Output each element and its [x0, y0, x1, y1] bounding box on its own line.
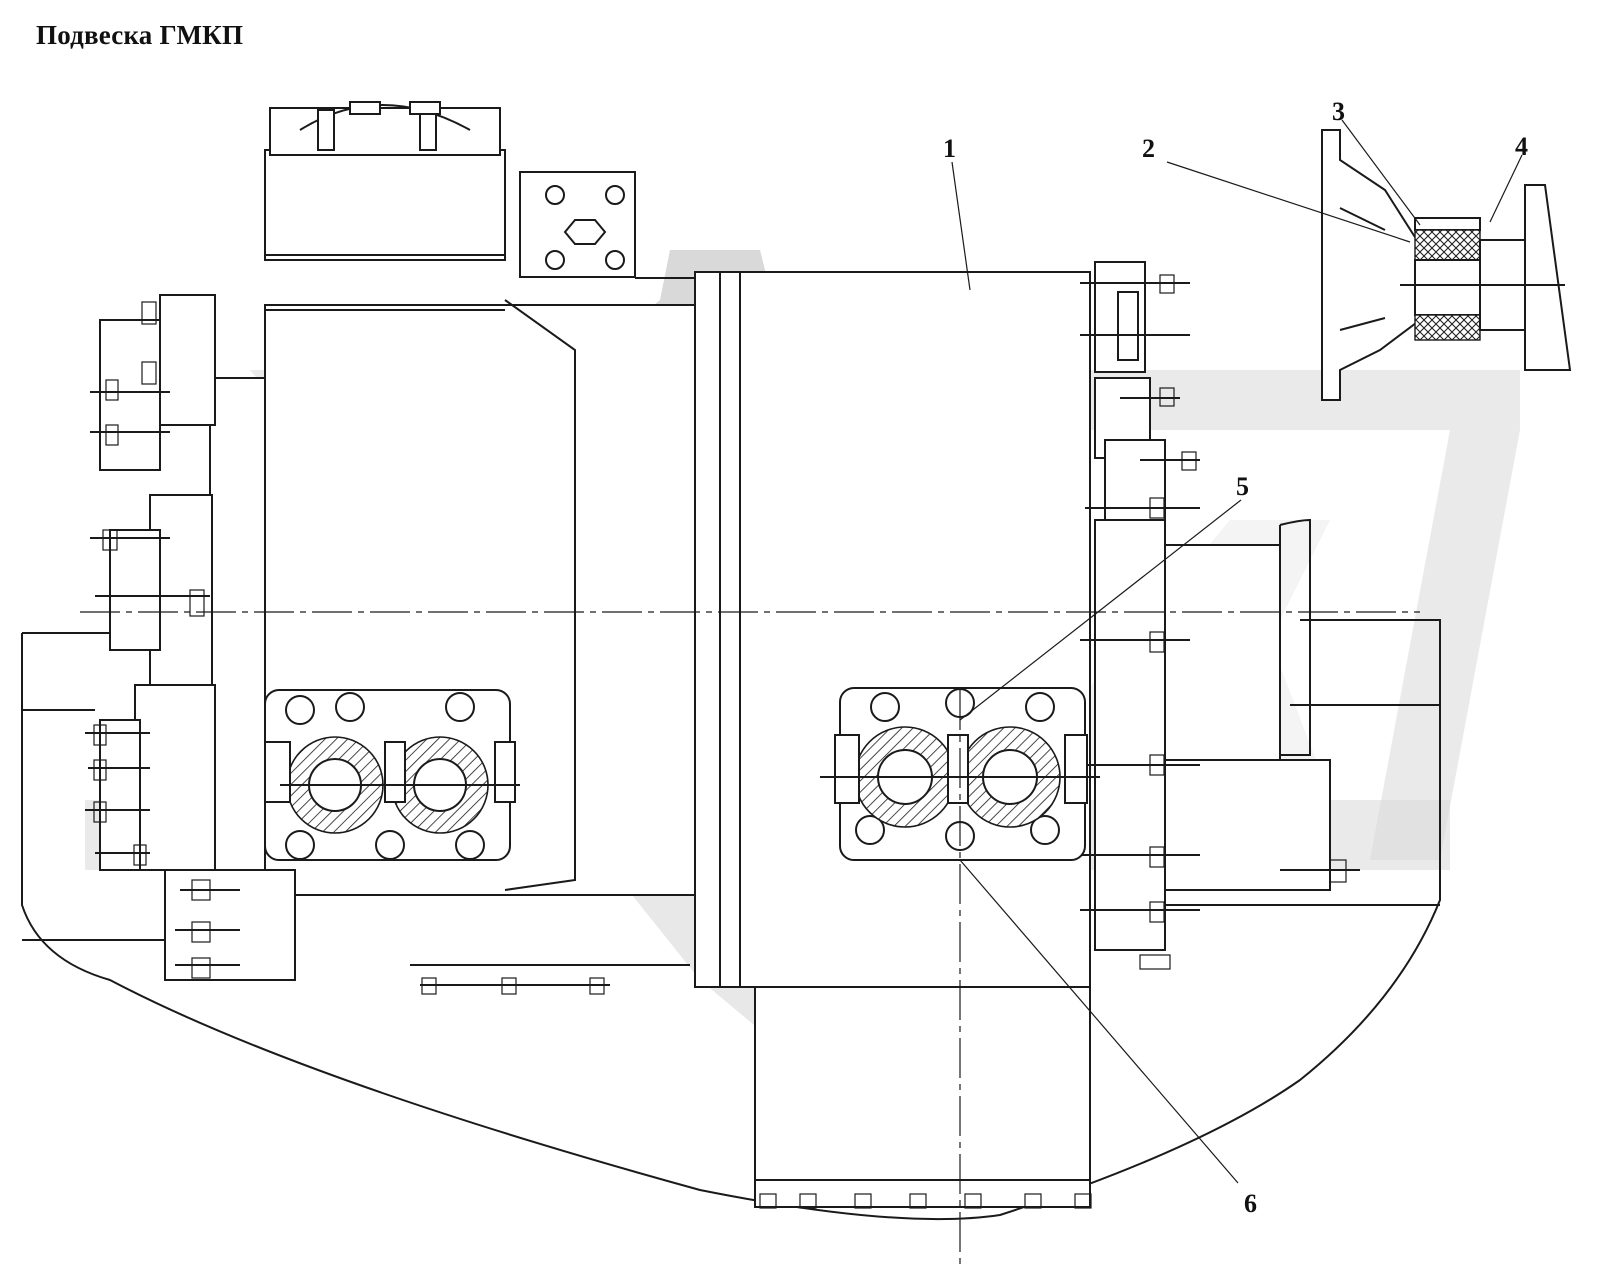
frame-outline [21, 619, 1441, 1221]
callout-5: 5 [1236, 472, 1249, 501]
left-cradle-bearings [264, 689, 520, 861]
right-flange-stack [1080, 261, 1360, 970]
inset-rubber-mount [1321, 129, 1572, 401]
callout-3: 3 [1332, 97, 1345, 126]
callout-1: 1 [943, 134, 956, 163]
page-title: Подвеска ГМКП [36, 20, 244, 50]
leader-lines [951, 119, 1523, 1184]
gearbox-housing-center [410, 271, 1092, 1209]
callout-2: 2 [1142, 134, 1155, 163]
callout-6: 6 [1244, 1189, 1257, 1218]
left-flange-stack [85, 294, 296, 981]
callout-4: 4 [1515, 132, 1528, 161]
right-cradle-bearings [820, 687, 1100, 861]
centerlines [80, 611, 1420, 1265]
